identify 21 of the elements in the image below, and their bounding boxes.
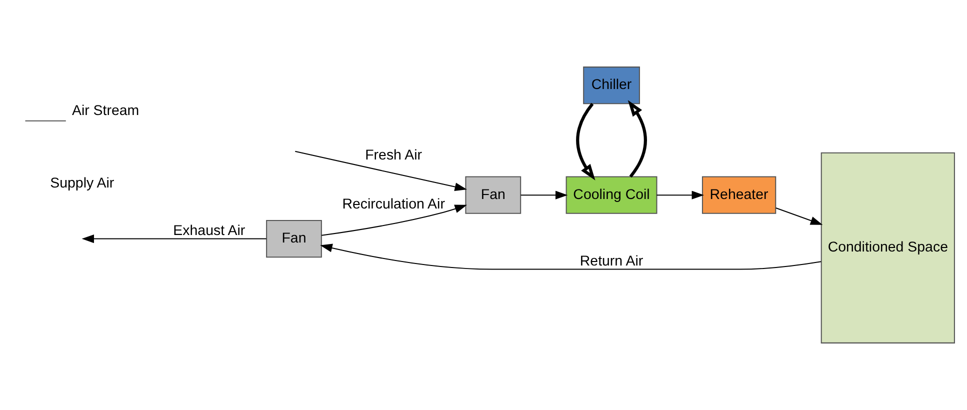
node-box: Fan [465, 176, 522, 214]
arrow [520, 190, 568, 200]
node-box: Reheater [702, 176, 776, 214]
arrow [776, 208, 823, 225]
edge-label: Return Air [580, 253, 644, 270]
arrow [576, 102, 596, 180]
edge-label: Recirculation Air [342, 196, 445, 213]
edge-label: Exhaust Air [173, 222, 246, 239]
arrow [656, 190, 704, 200]
arrow [82, 234, 266, 244]
node-box: Conditioned Space [820, 152, 955, 344]
arrow [628, 100, 647, 178]
node-box: Cooling Coil [566, 176, 658, 214]
node-box: Fan [266, 220, 322, 258]
arrow [322, 204, 468, 236]
label: Supply Air [50, 176, 114, 192]
node-box: Chiller [583, 66, 640, 104]
legend-label: Air Stream [72, 103, 140, 120]
arrow [295, 150, 467, 192]
edge-label: Fresh Air [365, 148, 422, 164]
arrow [320, 244, 822, 270]
